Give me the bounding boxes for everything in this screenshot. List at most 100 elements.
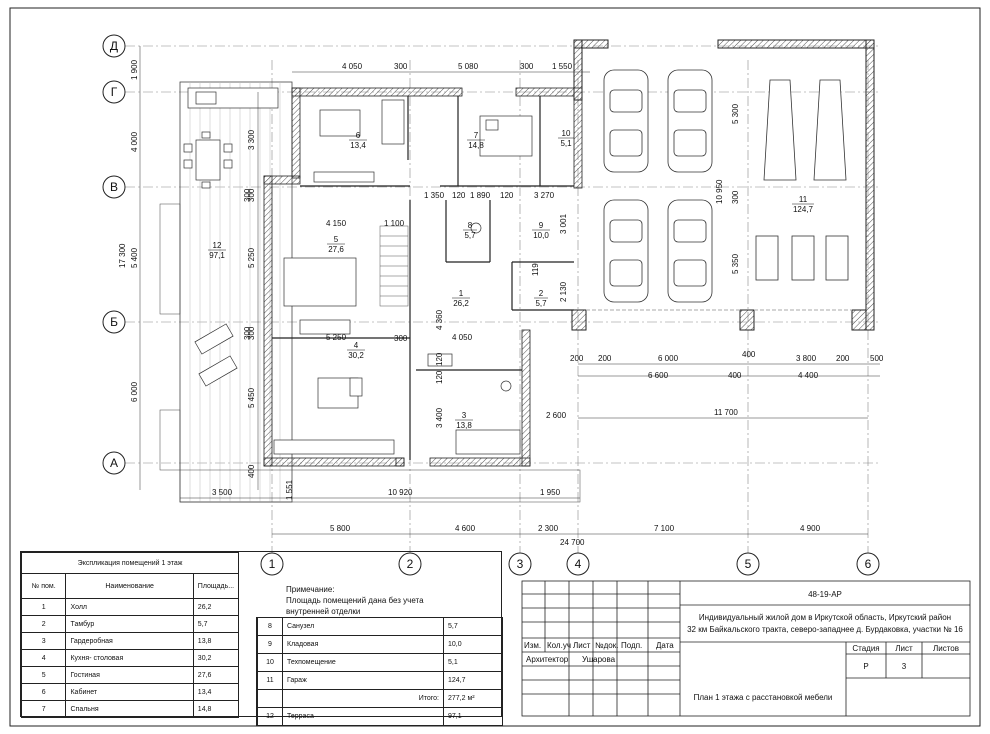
dim-left-inner-3: 300	[247, 326, 256, 340]
title-block-grid	[521, 580, 971, 717]
dim-inner-13: 1 551	[285, 479, 294, 500]
dim-left-inner-0: 3 300	[247, 129, 256, 150]
room-5-area: 27,6	[328, 245, 344, 254]
stair	[379, 225, 409, 307]
dim-inner-24: 119	[531, 263, 540, 276]
room-10-num: 10	[562, 129, 571, 138]
dim-inner-1: 1 100	[384, 219, 405, 228]
house-walls	[263, 87, 583, 467]
room-6-area: 13,4	[350, 141, 366, 150]
dim-garage-3: 400	[742, 350, 756, 359]
table-row: Итого:277,2 м²	[257, 689, 503, 708]
dim-left-0: 1 900	[130, 59, 139, 80]
stage-label: Стадия	[852, 644, 879, 653]
interior-walls	[272, 96, 574, 460]
dim-left-4: 6 000	[130, 381, 139, 402]
room-5-num: 5	[334, 235, 339, 244]
dim-garage-6: 500	[870, 354, 884, 363]
left-dimensions: 1 900 4 000 17 300 5 400 6 000 3 300 300…	[118, 59, 256, 478]
dim-left-1: 4 000	[130, 131, 139, 152]
dim-inner-12: 120	[435, 370, 444, 384]
room-8-num: 8	[468, 221, 473, 230]
dim-left-inner-2: 5 250	[247, 247, 256, 268]
bottom-dimensions: 3 500 10 920 1 950 5 800 4 600 2 300 7 1…	[212, 488, 821, 547]
dimension-lines	[139, 46, 880, 535]
title-block-text: 48-19-АР Индивидуальный жилой дом в Ирку…	[524, 590, 963, 702]
dim-bottom2-4: 4 900	[800, 524, 821, 533]
dim-inner-4: 1 890	[470, 191, 491, 200]
hdr-num: № пом.	[20, 573, 67, 599]
dim-inner-9: 4 050	[452, 333, 473, 342]
sheet-frame	[9, 7, 981, 727]
dim-inner-7: 5 250	[326, 333, 347, 342]
dim-garage-9: 4 400	[798, 371, 819, 380]
col-ndok: №док.	[595, 641, 618, 650]
dim-garage-7: 6 600	[648, 371, 669, 380]
dim-inner-16: 10 950	[715, 179, 724, 204]
axis-letter-bubbles: Д Г В Б А	[102, 34, 126, 475]
room-2-num: 2	[539, 289, 544, 298]
axis-letter-v: В	[110, 180, 118, 194]
axis-letter-b: Б	[110, 315, 118, 329]
dim-top-3: 300	[520, 62, 534, 71]
room-11-num: 11	[799, 195, 808, 204]
room-3-area: 13,8	[456, 421, 472, 430]
terrace	[159, 81, 581, 503]
dim-inner-23: 120	[435, 352, 444, 366]
axis-letter-g: Г	[111, 85, 118, 99]
axis-number-4: 4	[575, 557, 582, 571]
garage-cars	[603, 69, 849, 303]
dim-inner-6: 3 270	[534, 191, 555, 200]
dim-inner-17: 5 300	[731, 103, 740, 124]
col-list: Лист	[573, 641, 591, 650]
dim-inner-20: 300	[731, 190, 740, 204]
dim-top-1: 300	[394, 62, 408, 71]
dim-inner-14: 3 001	[559, 213, 568, 234]
room-labels: 1 26,2 2 5,7 3 13,8 4 30,2 5 27,6 6 13,4…	[208, 129, 814, 430]
dim-garage-0: 200	[570, 354, 584, 363]
top-dimensions: 4 050 300 5 080 300 1 550	[342, 62, 573, 71]
axis-letter-d: Д	[110, 39, 118, 53]
dim-left-inner-1: 300	[247, 188, 256, 202]
dim-left-inner-5: 400	[247, 464, 256, 478]
furniture	[273, 99, 533, 455]
hdr-name: Наименование	[65, 573, 194, 599]
axis-number-2: 2	[407, 557, 414, 571]
dim-inner-21: 300	[394, 334, 408, 343]
col-izm: Изм.	[524, 641, 541, 650]
axis-number-6: 6	[865, 557, 872, 571]
room-1-num: 1	[459, 289, 464, 298]
dim-garage-1: 200	[598, 354, 612, 363]
dim-inner-11: 2 600	[546, 411, 567, 420]
room-12-area: 97,1	[209, 251, 225, 260]
dim-garage-8: 400	[728, 371, 742, 380]
dim-inner-22: 300	[243, 188, 252, 202]
dim-bottom2-3: 7 100	[654, 524, 675, 533]
dim-inner-3: 120	[452, 191, 466, 200]
axis-number-1: 1	[269, 557, 276, 571]
room-12-num: 12	[213, 241, 222, 250]
dim-inner-5: 120	[500, 191, 514, 200]
room-4-area: 30,2	[348, 351, 364, 360]
room-7-area: 14,8	[468, 141, 484, 150]
dim-top-4: 1 550	[552, 62, 573, 71]
garage-dimensions: 200 200 6 000 400 3 800 200 500 6 600 40…	[570, 350, 884, 417]
object-line-1: Индивидуальный жилой дом в Иркутской обл…	[699, 613, 951, 622]
role-architect: Архитектор	[526, 655, 569, 664]
dim-inner-18: 5 350	[731, 253, 740, 274]
dim-bottom2-1: 4 600	[455, 524, 476, 533]
dim-left-3: 5 400	[130, 247, 139, 268]
terrace-furniture	[183, 87, 279, 387]
room-1-area: 26,2	[453, 299, 469, 308]
note-block: Примечание: Площадь помещений дана без у…	[286, 584, 424, 617]
dim-inner-0: 4 150	[326, 219, 347, 228]
